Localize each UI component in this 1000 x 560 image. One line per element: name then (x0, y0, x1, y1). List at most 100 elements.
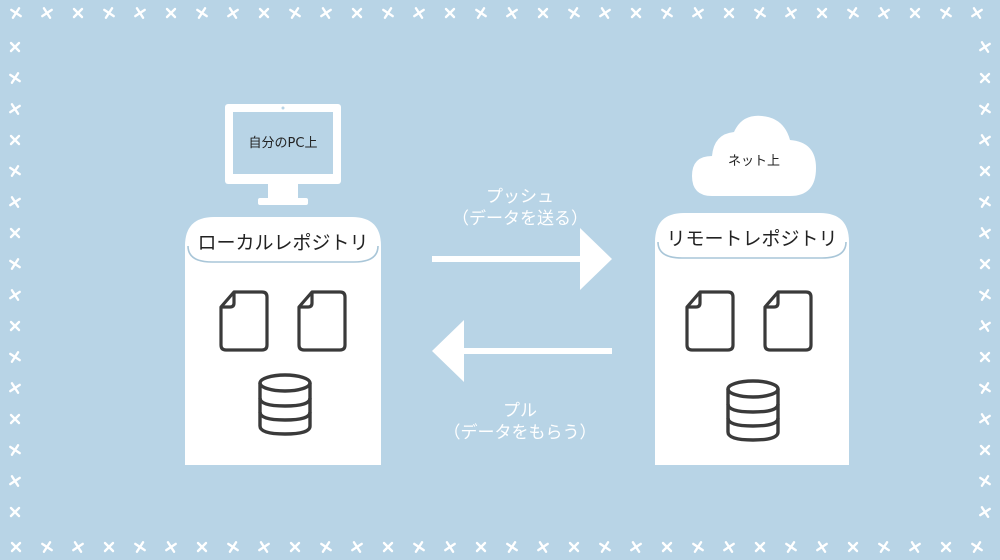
border-x-mark (979, 227, 991, 239)
border-x-mark (9, 41, 21, 53)
pull-label: プル （データをもらう） (420, 400, 620, 444)
border-x-mark (661, 7, 673, 19)
border-x-mark (599, 7, 611, 19)
border-x-mark (9, 196, 21, 208)
database-icon (258, 373, 312, 436)
border-x-mark (506, 7, 518, 19)
border-x-mark (979, 506, 991, 518)
pc-label: 自分のPC上 (248, 136, 318, 151)
border-x-mark (847, 7, 859, 19)
border-x-mark (568, 7, 580, 19)
border-x-mark (227, 7, 239, 19)
database-icon (726, 379, 780, 442)
border-x-mark (979, 41, 991, 53)
border-x-mark (979, 165, 991, 177)
border-x-mark (9, 382, 21, 394)
cloud-icon (692, 115, 816, 196)
border-x-mark (661, 541, 673, 553)
border-x-mark (444, 7, 456, 19)
border-x-mark (382, 7, 394, 19)
border-x-mark (979, 413, 991, 425)
pull-arrow (432, 320, 612, 382)
border-x-mark (72, 7, 84, 19)
border-x-mark (979, 351, 991, 363)
border-x-mark (351, 7, 363, 19)
border-x-mark (258, 541, 270, 553)
border-x-mark (785, 541, 797, 553)
border-x-mark (41, 7, 53, 19)
border-x-mark (103, 7, 115, 19)
border-x-mark (878, 541, 890, 553)
file-icon (219, 290, 269, 352)
border-x-mark (979, 134, 991, 146)
border-x-mark (909, 7, 921, 19)
border-x-mark (9, 413, 21, 425)
border-x-mark (10, 541, 22, 553)
border-x-mark (9, 134, 21, 146)
file-icon (297, 290, 347, 352)
border-x-mark (754, 541, 766, 553)
border-x-mark (134, 7, 146, 19)
push-arrow (432, 228, 612, 290)
border-x-mark (940, 7, 952, 19)
border-x-mark (72, 541, 84, 553)
border-x-mark (165, 541, 177, 553)
border-x-mark (444, 541, 456, 553)
border-x-mark (979, 475, 991, 487)
border-x-mark (979, 289, 991, 301)
border-x-mark (692, 541, 704, 553)
border-x-mark (382, 541, 394, 553)
border-x-mark (568, 541, 580, 553)
border-x-mark (9, 165, 21, 177)
cloud-label: ネット上 (727, 154, 780, 169)
pull-label-line2: （データをもらう） (443, 423, 597, 443)
local-repository-panel (185, 217, 381, 465)
border-x-mark (971, 7, 983, 19)
border-x-mark (506, 541, 518, 553)
border-x-mark (847, 541, 859, 553)
file-icon (763, 290, 813, 352)
file-icon (685, 290, 735, 352)
border-x-mark (196, 541, 208, 553)
border-x-mark (351, 541, 363, 553)
local-repository-title: ローカルレポジトリ (197, 232, 369, 254)
border-x-mark (9, 351, 21, 363)
border-x-mark (196, 7, 208, 19)
border-x-mark (320, 541, 332, 553)
border-x-mark (630, 541, 642, 553)
pull-label-line1: プル (503, 401, 537, 421)
border-x-mark (599, 541, 611, 553)
border-x-mark (10, 7, 22, 19)
border-x-mark (9, 506, 21, 518)
border-x-mark (320, 7, 332, 19)
border-x-mark (979, 72, 991, 84)
border-x-mark (9, 72, 21, 84)
border-x-mark (940, 541, 952, 553)
border-x-mark (878, 7, 890, 19)
push-label-line2: （データを送る） (452, 209, 588, 229)
border-x-mark (979, 196, 991, 208)
border-x-mark (754, 7, 766, 19)
push-label: プッシュ （データを送る） (420, 186, 620, 230)
remote-repository-title: リモートレポジトリ (666, 228, 838, 250)
border-x-mark (816, 7, 828, 19)
border-x-mark (134, 541, 146, 553)
border-x-mark (979, 444, 991, 456)
border-x-mark (909, 541, 921, 553)
border-x-mark (103, 541, 115, 553)
border-x-mark (9, 475, 21, 487)
border-x-mark (413, 541, 425, 553)
border-x-mark (537, 7, 549, 19)
border-x-mark (289, 541, 301, 553)
border-x-mark (289, 7, 301, 19)
border-x-mark (475, 7, 487, 19)
border-x-mark (9, 258, 21, 270)
border-x-mark (979, 258, 991, 270)
border-x-mark (413, 7, 425, 19)
border-x-mark (9, 444, 21, 456)
border-x-mark (258, 7, 270, 19)
border-x-mark (979, 103, 991, 115)
border-x-mark (630, 7, 642, 19)
border-x-mark (165, 7, 177, 19)
